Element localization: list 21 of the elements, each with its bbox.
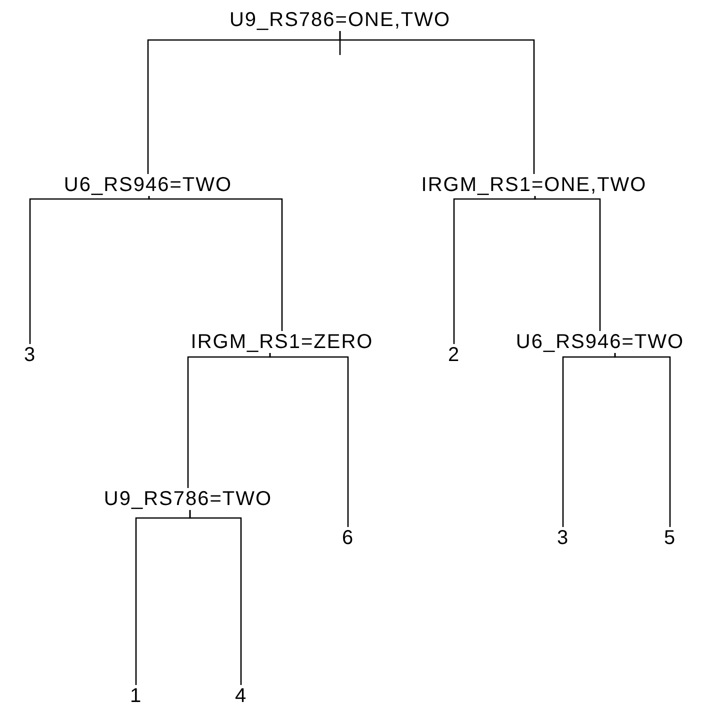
leaf-label: 4	[234, 685, 248, 707]
leaf-label: 3	[556, 527, 570, 549]
leaf-label: 1	[130, 685, 142, 707]
tree-branch	[269, 353, 349, 527]
split-label: U9_RS786=ONE,TWO	[229, 9, 451, 31]
split-label: U6_RS946=TWO	[64, 174, 232, 196]
split-label: IRGM_RS1=ONE,TWO	[421, 174, 647, 196]
split-label: U6_RS946=TWO	[516, 331, 684, 353]
split-label: IRGM_RS1=ZERO	[190, 331, 374, 353]
tree-branch	[534, 196, 601, 331]
leaf-label: 2	[448, 344, 460, 366]
leaf-label: 5	[664, 527, 676, 549]
tree-branch	[453, 196, 536, 344]
tree-branch	[614, 353, 671, 527]
tree-branch	[148, 196, 283, 331]
tree-branch	[29, 196, 150, 344]
leaf-label: 3	[24, 344, 36, 366]
tree-branch	[189, 510, 242, 685]
tree-branch	[339, 31, 535, 174]
split-label: U9_RS786=TWO	[104, 488, 272, 510]
leaf-label: 6	[342, 527, 354, 549]
